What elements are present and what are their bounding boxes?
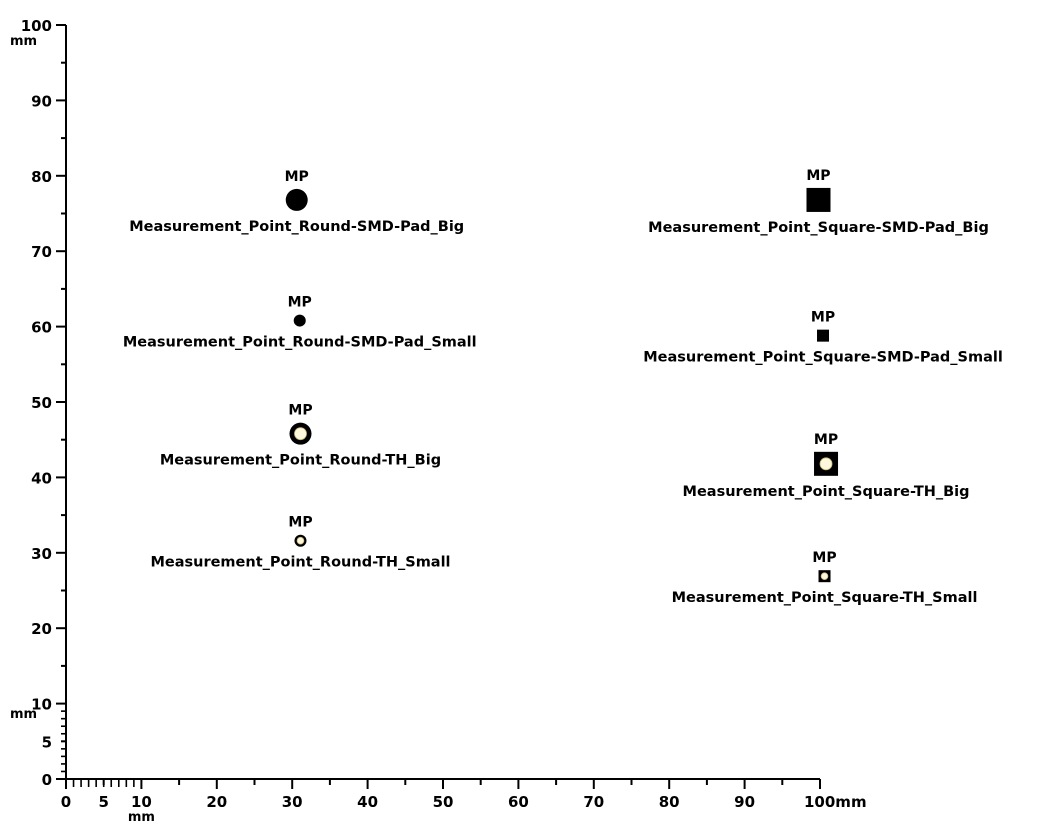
footprint-round-smd-small: MP Measurement_Point_Round-SMD-Pad_Small xyxy=(123,295,477,351)
footprint-marks: MPMeasurement_Point_Round-SMD-Pad_BigMPM… xyxy=(123,168,1003,606)
footprint-round-th-small: MP Measurement_Point_Round-TH_Small xyxy=(150,515,450,571)
x-tick-label: 40 xyxy=(357,793,378,811)
footprint-name-label: Measurement_Point_Square-SMD-Pad_Small xyxy=(643,350,1003,366)
footprint-square-smd-big: MP Measurement_Point_Square-SMD-Pad_Big xyxy=(648,168,989,236)
reference-label: MP xyxy=(806,168,830,184)
y-tick-label: 70 xyxy=(31,243,52,261)
x-tick-label: 5 xyxy=(98,793,108,811)
pad-square xyxy=(817,329,830,342)
x-tick-label: 50 xyxy=(433,793,454,811)
drill-hole xyxy=(296,536,305,545)
reference-label: MP xyxy=(288,515,312,531)
footprint-name-label: Measurement_Point_Square-TH_Small xyxy=(672,590,978,606)
footprint-round-th-big: MP Measurement_Point_Round-TH_Big xyxy=(160,403,441,469)
reference-label: MP xyxy=(811,310,835,326)
footprint-name-label: Measurement_Point_Round-SMD-Pad_Small xyxy=(123,335,477,351)
y-tick-label: 100 xyxy=(21,17,52,35)
y-tick-label: 50 xyxy=(31,394,52,412)
footprint-name-label: Measurement_Point_Round-SMD-Pad_Big xyxy=(129,219,464,235)
footprint-name-label: Measurement_Point_Square-TH_Big xyxy=(683,484,970,500)
drill-hole xyxy=(819,457,833,471)
reference-label: MP xyxy=(288,403,312,419)
footprint-square-smd-small: MP Measurement_Point_Square-SMD-Pad_Small xyxy=(643,310,1003,366)
x-tick-label: 90 xyxy=(734,793,755,811)
y-tick-label: 10 xyxy=(31,696,52,714)
footprint-square-th-big: MP Measurement_Point_Square-TH_Big xyxy=(683,432,970,500)
x-tick-label: 30 xyxy=(282,793,303,811)
reference-label: MP xyxy=(285,169,309,185)
y-tick-label: 5 xyxy=(42,733,52,751)
y-tick-label: 40 xyxy=(31,469,52,487)
y-tick-label: 20 xyxy=(31,620,52,638)
x-tick-label: 20 xyxy=(206,793,227,811)
y-tick-label: 30 xyxy=(31,545,52,563)
drill-hole xyxy=(820,572,829,580)
x-tick-label: 70 xyxy=(583,793,604,811)
x-tick-label: 60 xyxy=(508,793,529,811)
y-top-unit-label: mm xyxy=(10,34,37,49)
y-unit-label: mm xyxy=(10,707,37,722)
x-tick-label: 80 xyxy=(659,793,680,811)
x-tick-label: 100mm xyxy=(804,793,867,811)
footprint-name-label: Measurement_Point_Round-TH_Small xyxy=(150,555,450,571)
y-tick-label: 80 xyxy=(31,168,52,186)
reference-label: MP xyxy=(812,550,836,566)
reference-label: MP xyxy=(814,432,838,448)
y-tick-label: 0 xyxy=(42,771,52,789)
pad-round xyxy=(285,188,308,211)
footprint-square-th-small: MP Measurement_Point_Square-TH_Small xyxy=(672,550,978,606)
y-tick-label: 90 xyxy=(31,92,52,110)
footprint-name-label: Measurement_Point_Round-TH_Big xyxy=(160,453,441,469)
x-tick-label: 10 xyxy=(131,793,152,811)
footprint-round-smd-big: MP Measurement_Point_Round-SMD-Pad_Big xyxy=(129,169,464,235)
footprint-name-label: Measurement_Point_Square-SMD-Pad_Big xyxy=(648,220,989,236)
reference-label: MP xyxy=(288,295,312,311)
x-unit-label: mm xyxy=(128,810,155,823)
x-tick-label: 0 xyxy=(61,793,71,811)
drill-hole xyxy=(294,427,307,441)
pad-round xyxy=(293,314,306,327)
y-tick-label: 60 xyxy=(31,319,52,337)
pad-square xyxy=(806,187,831,212)
